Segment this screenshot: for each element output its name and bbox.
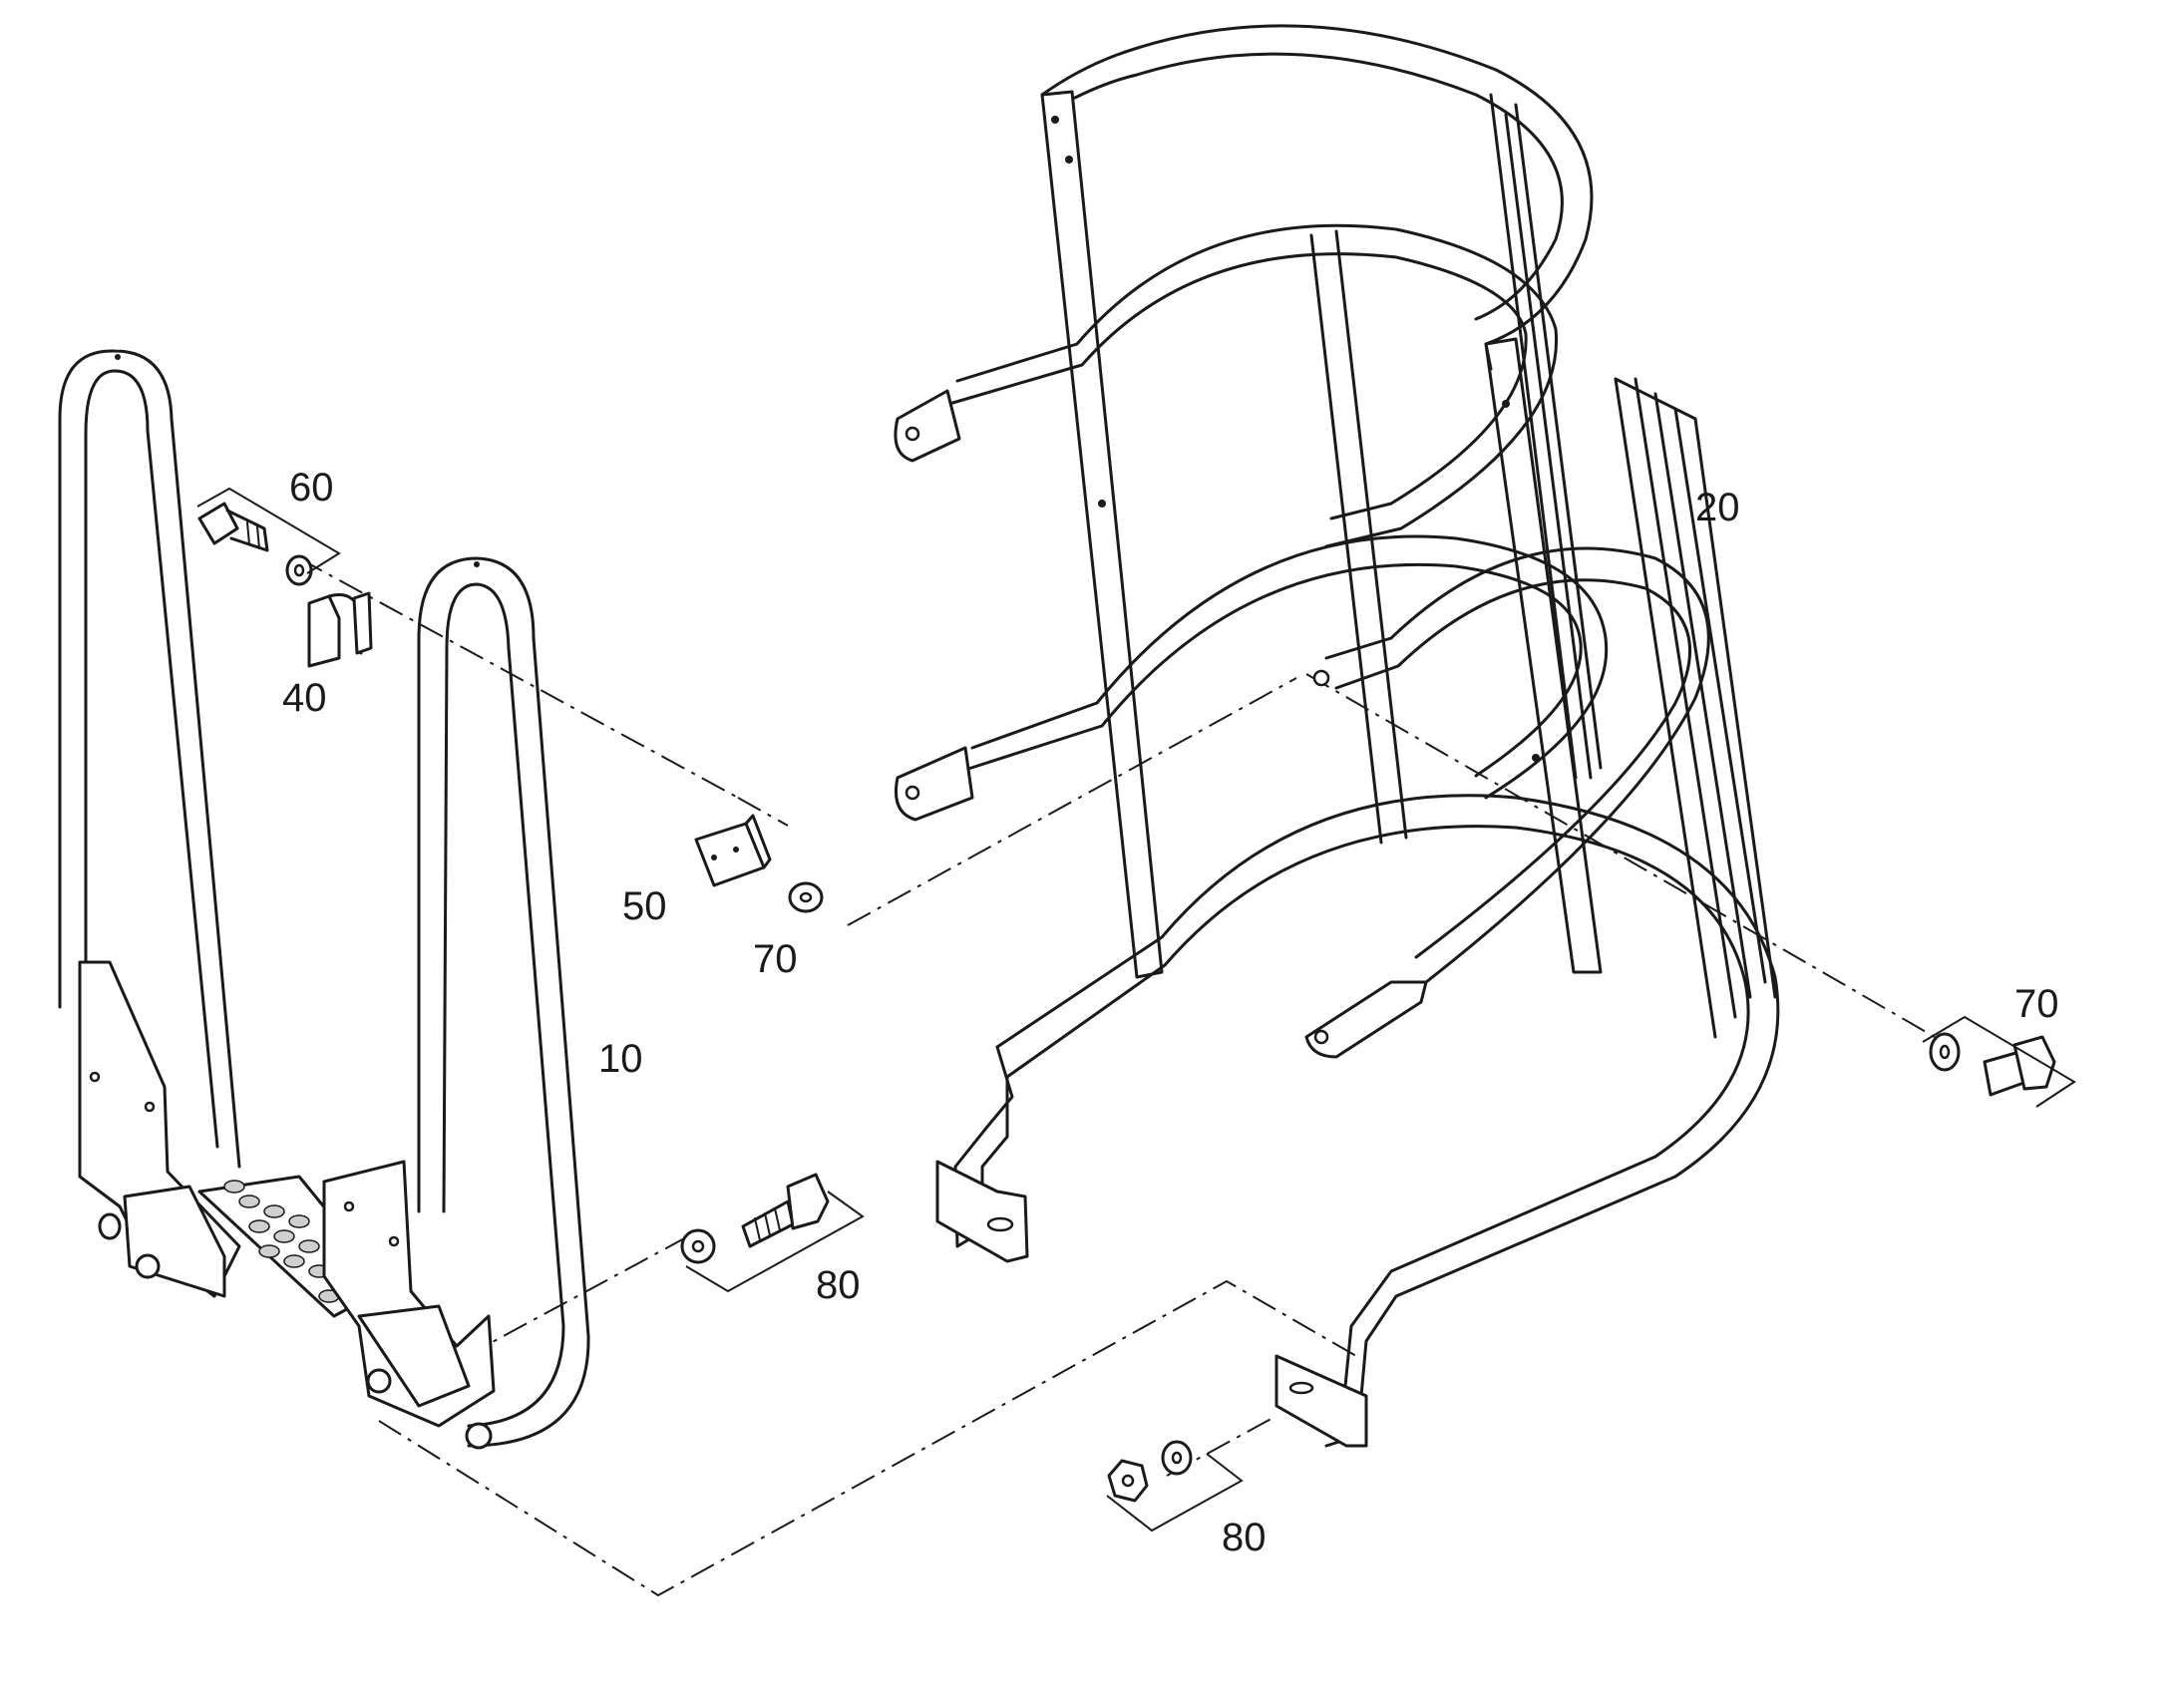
bracket-80-left <box>685 1191 865 1293</box>
callout-80-left: 80 <box>816 1263 861 1307</box>
callout-labels: 60 40 50 70 10 80 20 70 80 <box>282 466 2059 1559</box>
callout-10: 10 <box>598 1037 643 1081</box>
clamp-plate <box>694 814 772 887</box>
bolt-nut-washer-set-left <box>680 1173 830 1264</box>
clamp-bracket <box>307 591 373 668</box>
bracket-60 <box>196 487 341 574</box>
washer-left <box>788 881 824 913</box>
washer-bolt-right <box>1929 1032 2056 1097</box>
nut-washer-right <box>1107 1440 1193 1503</box>
safety-cage <box>894 24 1780 1448</box>
bracket-80-right <box>1106 1453 1244 1533</box>
callout-60: 60 <box>289 466 334 510</box>
callout-20: 20 <box>1695 486 1740 529</box>
callout-80-right: 80 <box>1222 1516 1267 1559</box>
step-tread-pattern <box>223 1180 360 1303</box>
step-ladder-frame <box>58 349 590 1450</box>
callout-70-right: 70 <box>2014 982 2059 1026</box>
bolt-long <box>197 502 313 586</box>
callout-40: 40 <box>282 676 327 720</box>
callout-70-left: 70 <box>753 937 798 981</box>
callout-50: 50 <box>622 884 667 928</box>
bracket-70-right <box>1922 1015 2076 1108</box>
